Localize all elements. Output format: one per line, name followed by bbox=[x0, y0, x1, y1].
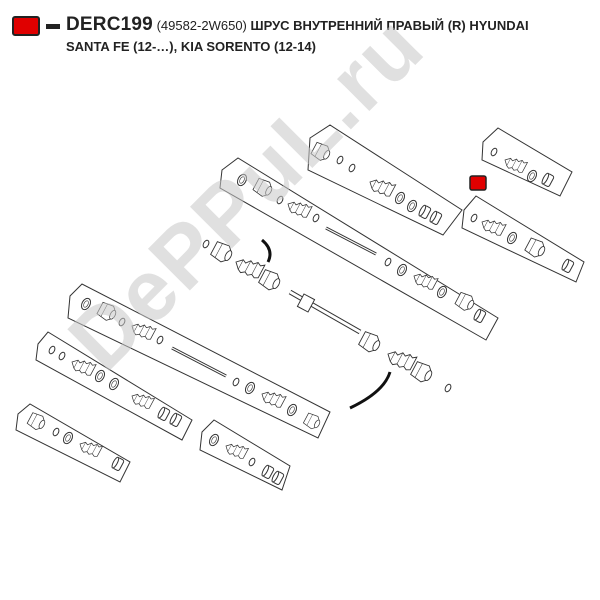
part-description: ШРУС ВНУТРЕННИЙ ПРАВЫЙ (R) HYUNDAI bbox=[250, 18, 529, 33]
parts-panel-top-center bbox=[307, 124, 463, 236]
parts-panel-top-right bbox=[481, 127, 573, 197]
oem-number: (49582-2W650) bbox=[156, 18, 247, 33]
parts-panel-bottom-center bbox=[199, 419, 291, 491]
parts-panel-left-middle bbox=[35, 331, 193, 441]
assembled-drive-shaft bbox=[201, 238, 453, 410]
parts-panel-right bbox=[461, 195, 585, 283]
parts-panel-left-bottom bbox=[15, 403, 131, 483]
title-line-1: DERC199 (49582-2W650) ШРУС ВНУТРЕННИЙ ПР… bbox=[66, 14, 596, 36]
parts-panel-upper-long bbox=[219, 157, 499, 341]
highlighted-part-marker-icon bbox=[469, 175, 487, 191]
parts-panel-left-upper bbox=[67, 283, 331, 439]
part-code: DERC199 bbox=[66, 14, 153, 35]
header: DERC199 (49582-2W650) ШРУС ВНУТРЕННИЙ ПР… bbox=[8, 10, 596, 62]
dash-icon bbox=[46, 24, 60, 29]
red-marker-icon bbox=[12, 16, 40, 36]
title-line-2: SANTA FE (12-…), KIA SORENTO (12-14) bbox=[66, 39, 316, 54]
